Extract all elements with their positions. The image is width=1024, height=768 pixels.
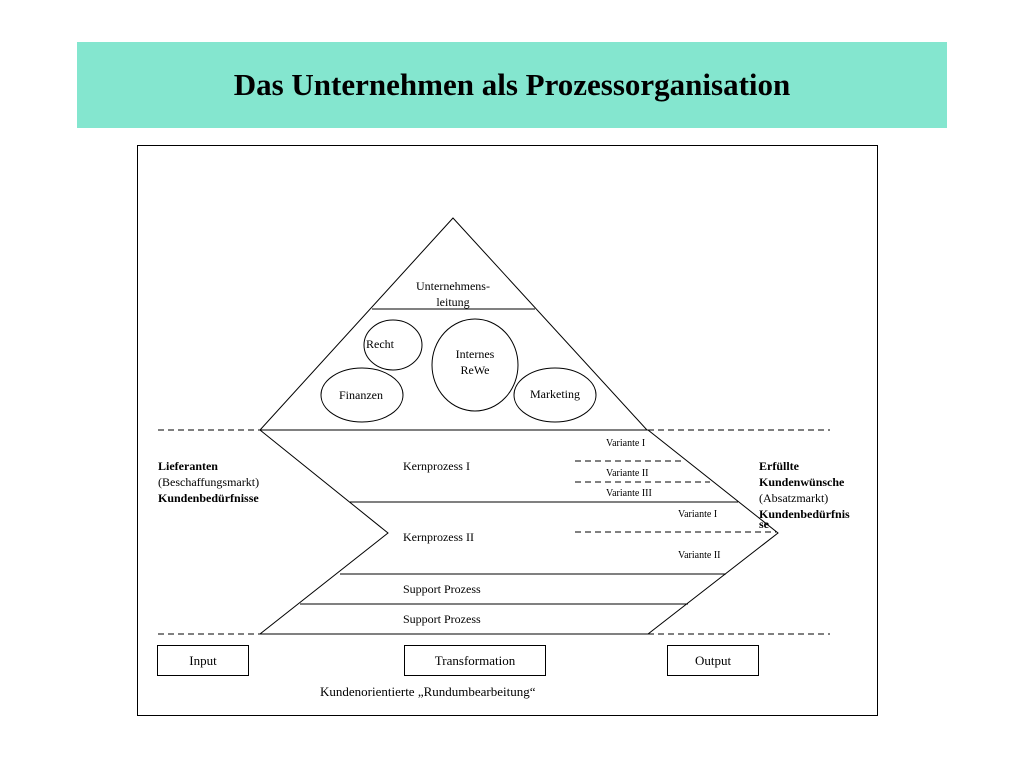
- label-k1-variante-3: Variante III: [606, 488, 652, 499]
- stage-input: Input: [157, 645, 249, 676]
- page-title: Das Unternehmen als Prozessorganisation: [233, 67, 791, 102]
- right-absatzmarkt: (Absatzmarkt): [759, 491, 829, 505]
- left-kundenbeduerfnisse: Kundenbedürfnisse: [158, 491, 259, 505]
- left-side-text: Lieferanten (Beschaffungsmarkt) Kundenbe…: [158, 458, 259, 506]
- right-se: se: [759, 517, 769, 531]
- stage-output: Output: [667, 645, 759, 676]
- label-finanzen: Finanzen: [339, 388, 383, 402]
- left-beschaffungsmarkt: (Beschaffungsmarkt): [158, 475, 260, 489]
- label-rewe: ReWe: [460, 363, 490, 377]
- label-support-prozess-2: Support Prozess: [403, 612, 481, 626]
- stage-transformation: Transformation: [404, 645, 546, 676]
- label-support-prozess-1: Support Prozess: [403, 582, 481, 596]
- label-k1-variante-2: Variante II: [606, 468, 649, 479]
- label-internes: Internes: [455, 347, 495, 361]
- label-unternehmensleitung: Unternehmens- leitung: [393, 278, 513, 310]
- label-kernprozess-2: Kernprozess II: [403, 530, 474, 544]
- label-marketing: Marketing: [530, 387, 580, 401]
- label-kernprozess-1: Kernprozess I: [403, 459, 470, 473]
- title-bar: Das Unternehmen als Prozessorganisation: [77, 42, 947, 128]
- left-lieferanten: Lieferanten: [158, 459, 218, 473]
- right-erfuellte: Erfüllte: [759, 459, 799, 473]
- label-k1-variante-1: Variante I: [606, 438, 646, 449]
- label-k2-variante-2: Variante II: [678, 550, 721, 561]
- label-recht: Recht: [366, 337, 394, 351]
- label-k2-variante-1: Variante I: [678, 509, 718, 520]
- diagram-frame: [137, 145, 878, 716]
- footer-caption: Kundenorientierte „Rundumbearbeitung“: [320, 684, 536, 699]
- label-internes-rewe: Internes ReWe: [445, 346, 505, 378]
- right-kundenwuensche: Kundenwünsche: [759, 475, 845, 489]
- circle-marketing: [513, 367, 597, 423]
- label-unternehmensleitung-line2: leitung: [436, 295, 470, 309]
- circle-finanzen: [320, 367, 404, 423]
- circle-internes-rewe: [431, 318, 519, 412]
- label-unternehmensleitung-line1: Unternehmens-: [416, 279, 490, 293]
- right-kundenbeduerfnis: Kundenbedürfnis: [759, 507, 850, 521]
- right-side-text: Erfüllte Kundenwünsche (Absatzmarkt) Kun…: [759, 458, 850, 532]
- circle-recht: [363, 319, 423, 371]
